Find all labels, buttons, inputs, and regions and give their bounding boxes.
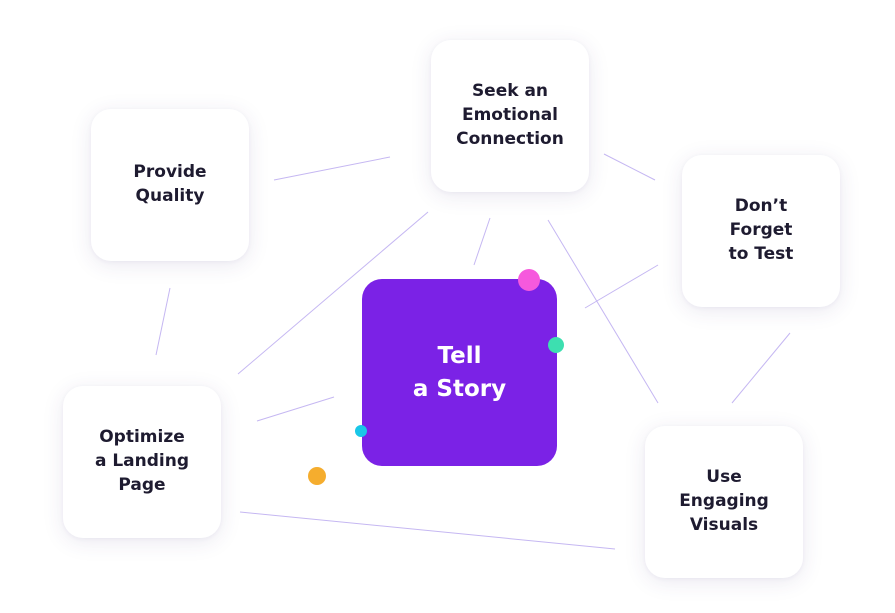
green-dot (548, 337, 564, 353)
node-label: Seek an Emotional Connection (456, 81, 564, 149)
connector-line (273, 156, 391, 181)
node-label: Provide Quality (133, 162, 207, 206)
node-label: Optimize a Landing Page (94, 427, 190, 495)
node-optimize-landing-page: Optimize a Landing Page (63, 386, 221, 538)
orange-dot (308, 467, 326, 485)
connector-line (731, 332, 791, 404)
connector-line (603, 153, 656, 181)
connector-line (547, 219, 659, 404)
node-label: Use Engaging Visuals (679, 467, 769, 535)
cyan-dot (355, 425, 367, 437)
connector-line (256, 396, 335, 422)
connector-line (584, 264, 659, 309)
node-provide-quality: Provide Quality (91, 109, 249, 261)
connector-line (155, 287, 171, 356)
connector-line (237, 211, 429, 375)
pink-dot (518, 269, 540, 291)
center-node-tell-a-story: Tell a Story (362, 279, 557, 466)
node-label: Don’t Forget to Test (728, 196, 794, 264)
node-dont-forget-to-test: Don’t Forget to Test (682, 155, 840, 307)
center-node-label: Tell a Story (412, 343, 507, 402)
node-use-engaging-visuals: Use Engaging Visuals (645, 426, 803, 578)
connector-line (239, 511, 616, 550)
node-seek-emotional-connection: Seek an Emotional Connection (431, 40, 589, 192)
connector-line (473, 217, 491, 266)
